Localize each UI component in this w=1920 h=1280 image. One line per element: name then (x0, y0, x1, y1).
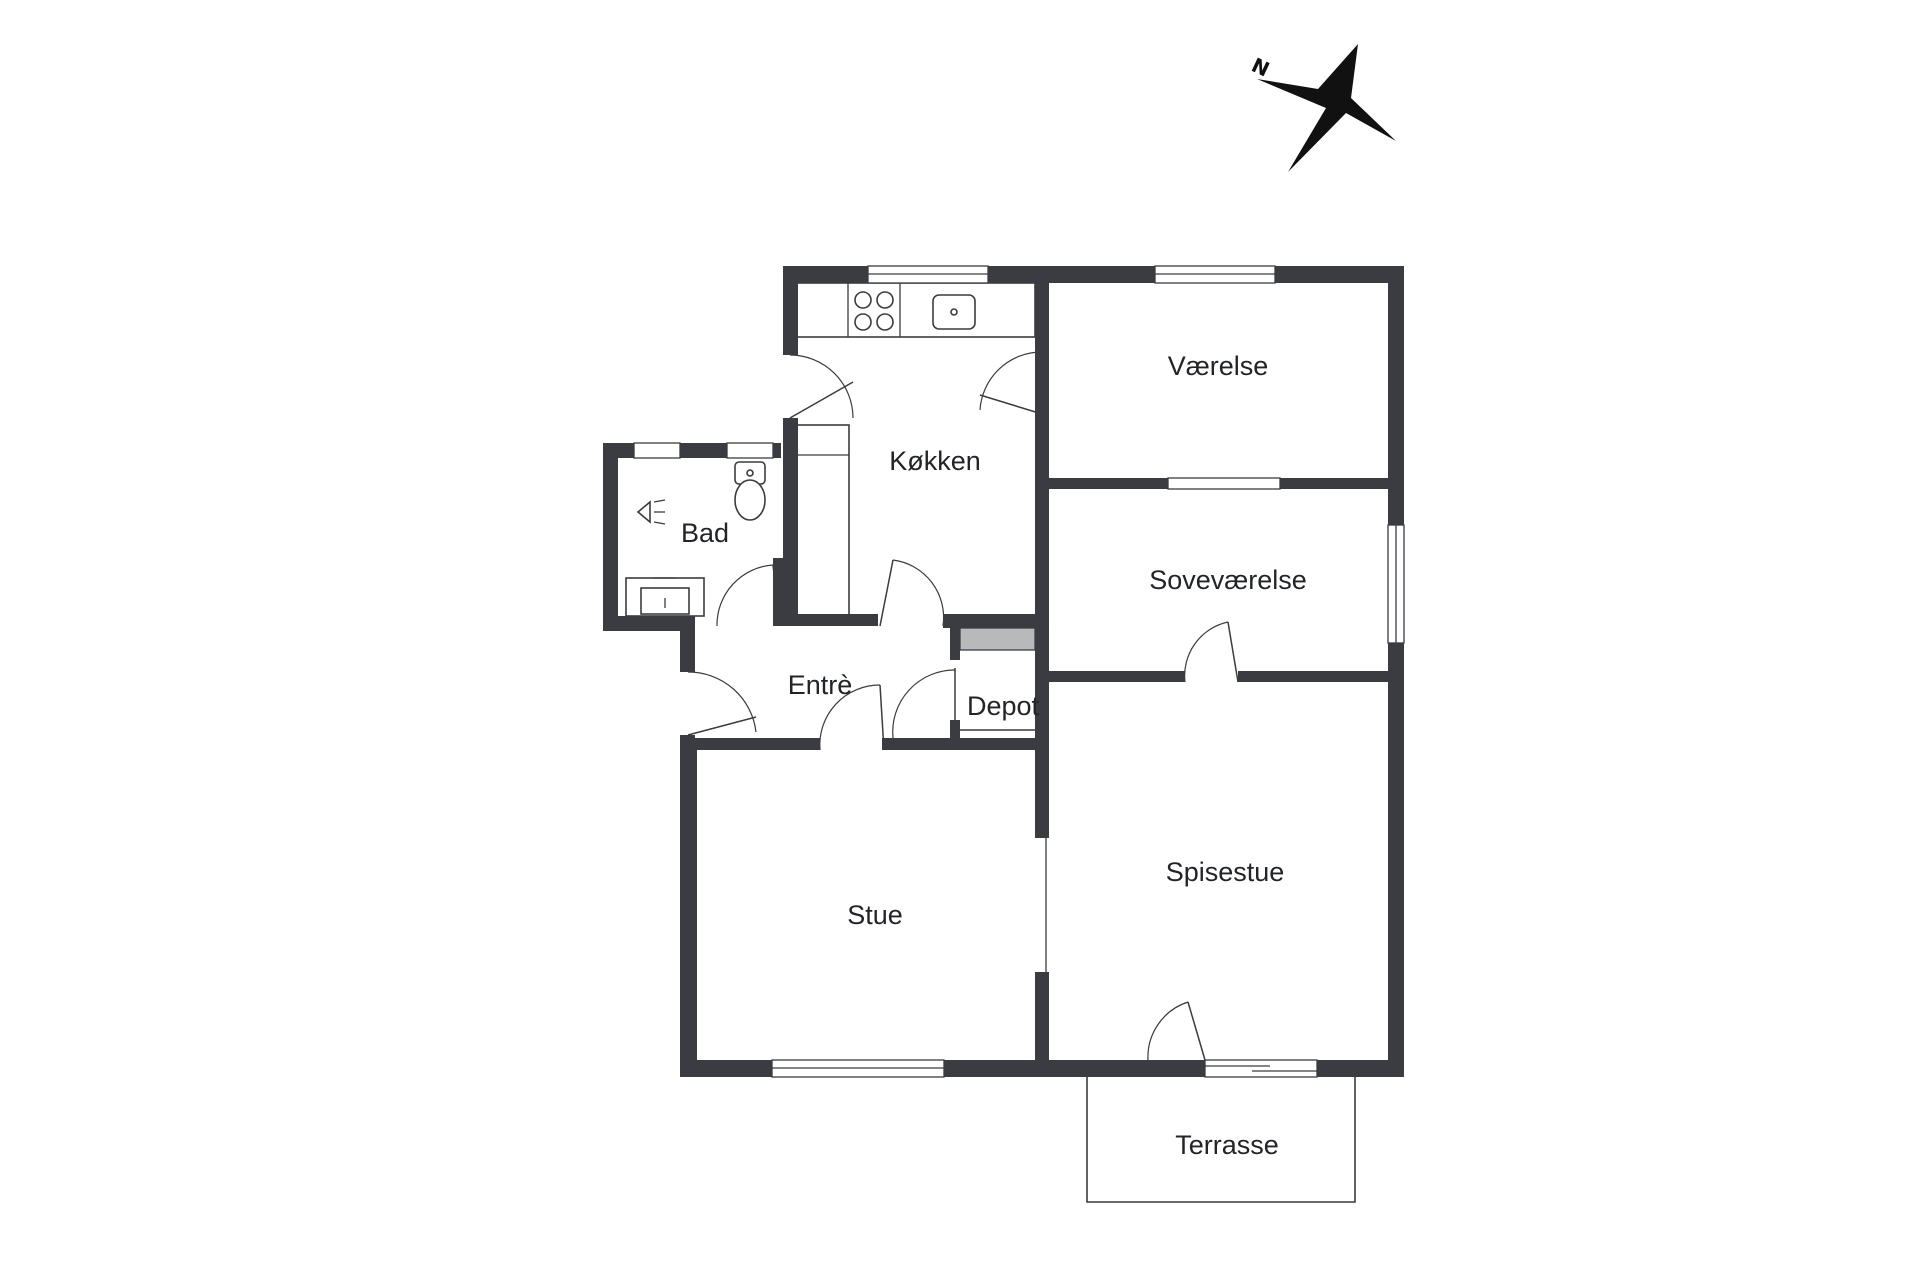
room-label-entre: Entrè (788, 670, 853, 700)
compass-star-icon (1257, 44, 1396, 172)
fixtures (625, 291, 976, 617)
window-vaerelse-sovevaerelse (1167, 477, 1281, 490)
bathroom-sink-icon (625, 577, 705, 617)
compass: N (1248, 44, 1396, 172)
doors (687, 351, 1239, 1061)
window-bad-left (633, 442, 681, 459)
window-bad-right (726, 442, 774, 459)
kitchen-sink-icon (932, 294, 976, 330)
room-label-stue: Stue (847, 900, 903, 930)
stove-icon (854, 291, 894, 331)
room-label-koekken: Køkken (889, 446, 981, 476)
shower-icon (636, 499, 666, 525)
room-label-sovevaerelse: Soveværelse (1149, 565, 1307, 595)
room-label-terrasse: Terrasse (1175, 1130, 1279, 1160)
room-label-vaerelse: Værelse (1168, 351, 1269, 381)
sliding-door-terrasse (1204, 1059, 1318, 1078)
windows (633, 265, 1405, 1078)
room-labels: Værelse Køkken Bad Soveværelse Entrè Dep… (681, 351, 1307, 1160)
walls (603, 266, 1404, 1077)
thin-lines (796, 282, 1356, 1203)
toilet-icon (734, 461, 766, 521)
room-label-bad: Bad (681, 518, 729, 548)
compass-north-label: N (1248, 53, 1273, 82)
room-label-depot: Depot (967, 691, 1040, 721)
room-label-spisestue: Spisestue (1166, 857, 1285, 887)
